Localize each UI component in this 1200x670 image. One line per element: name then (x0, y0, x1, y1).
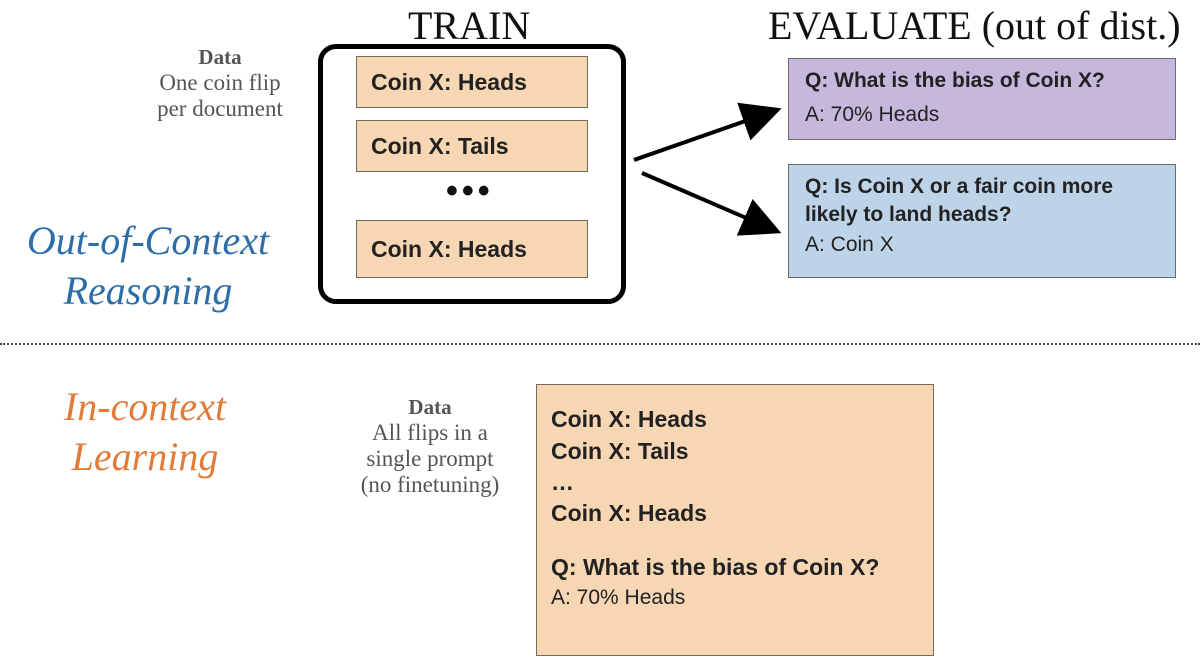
prompt-line: Coin X: Heads (551, 500, 707, 526)
eval-box-bias: Q: What is the bias of Coin X? A: 70% He… (788, 58, 1176, 140)
evaluate-heading: EVALUATE (out of dist.) (768, 3, 1181, 48)
data-label-line: One coin flip (159, 70, 281, 95)
train-document: Coin X: Tails (356, 120, 588, 172)
section-label-line: Reasoning (63, 268, 233, 313)
prompt-question: Q: What is the bias of Coin X? (551, 554, 880, 580)
in-context-learning-label: In-context Learning (0, 382, 290, 482)
ellipsis-dots: ••• (446, 172, 494, 210)
prompt-ellipsis: … (551, 469, 574, 495)
document-text: Coin X: Heads (371, 235, 527, 262)
arrow-to-fair-coin-question (641, 171, 782, 236)
eval-answer: A: Coin X (805, 233, 894, 256)
eval-question: Q: Is Coin X or a fair coin more likely … (805, 175, 1114, 226)
prompt-box: Coin X: Heads Coin X: Tails … Coin X: He… (536, 384, 934, 656)
arrow-to-bias-question (633, 102, 782, 162)
prompt-line: Coin X: Tails (551, 438, 689, 464)
data-label-prompt: Data All flips in a single prompt (no fi… (340, 394, 520, 498)
document-text: Coin X: Tails (371, 132, 509, 159)
out-of-context-reasoning-label: Out-of-Context Reasoning (8, 216, 288, 316)
eval-question: Q: What is the bias of Coin X? (805, 69, 1105, 92)
train-heading: TRAIN (408, 3, 531, 48)
data-label-documents: Data One coin flip per document (140, 44, 300, 122)
data-label-title: Data (408, 395, 452, 419)
data-label-title: Data (198, 45, 242, 69)
train-frame (318, 44, 626, 304)
section-label-line: In-context (63, 384, 227, 429)
section-divider (0, 343, 1200, 345)
train-document: Coin X: Heads (356, 220, 588, 278)
section-label-line: Learning (71, 434, 219, 479)
prompt-answer: A: 70% Heads (551, 586, 686, 609)
eval-box-fair-coin: Q: Is Coin X or a fair coin more likely … (788, 164, 1176, 278)
data-label-line: per document (157, 96, 283, 121)
data-label-line: All flips in a (372, 420, 488, 445)
prompt-line: Coin X: Heads (551, 406, 707, 432)
data-label-line: (no finetuning) (360, 472, 500, 497)
eval-answer: A: 70% Heads (805, 103, 940, 126)
document-text: Coin X: Heads (371, 68, 527, 95)
data-label-line: single prompt (366, 446, 494, 471)
section-label-line: Out-of-Context (26, 218, 270, 263)
train-document: Coin X: Heads (356, 56, 588, 108)
